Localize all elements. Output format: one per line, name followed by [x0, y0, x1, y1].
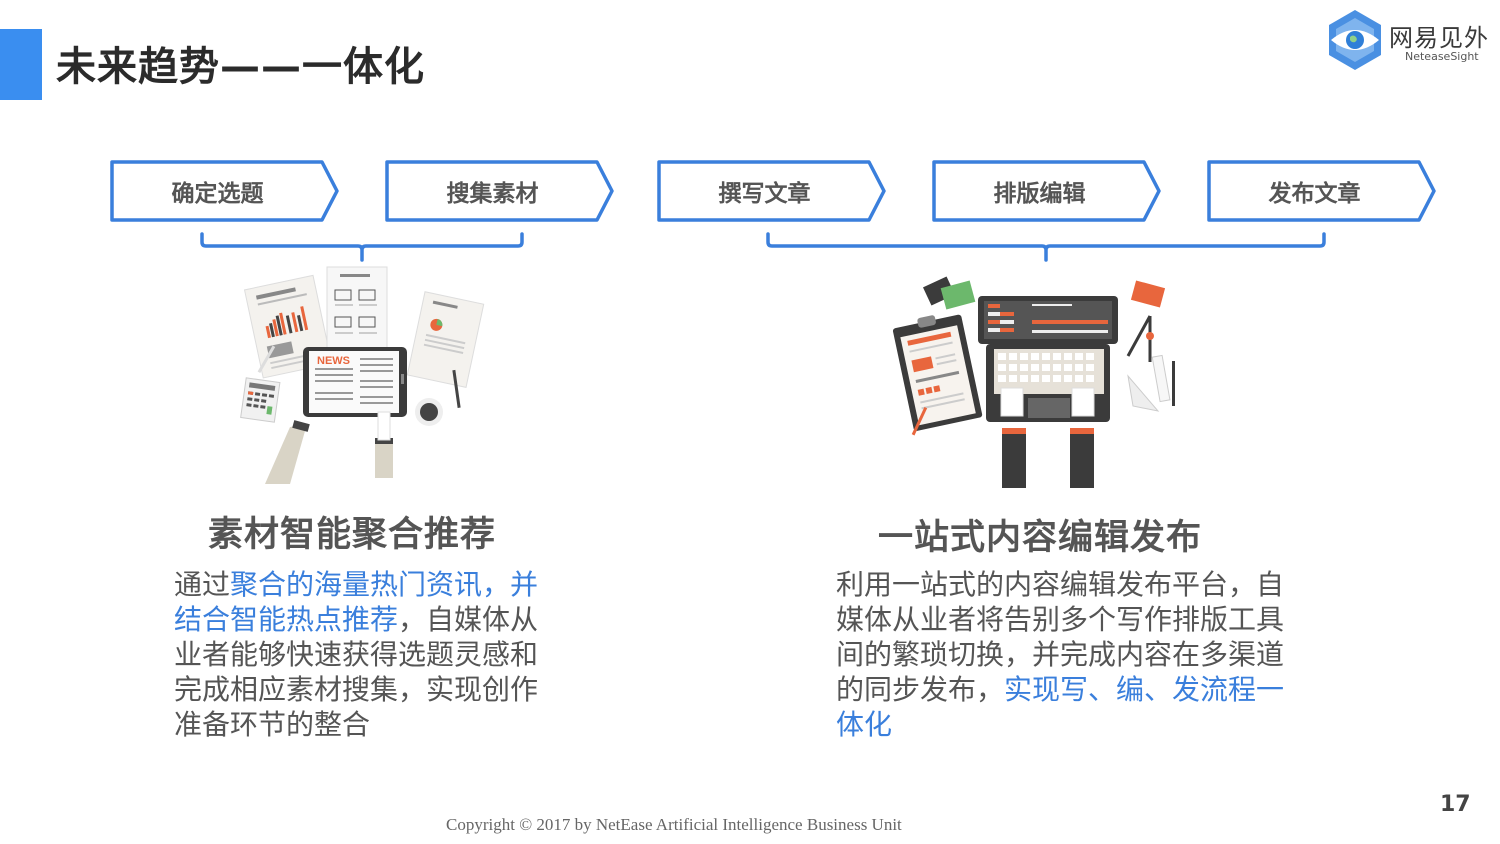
chevron-shape: [932, 160, 1161, 222]
chevron-shape: [385, 160, 614, 222]
left-group-bracket: [200, 232, 524, 262]
chevron-shape: [110, 160, 339, 222]
slide-title: 未来趋势——一体化: [56, 44, 425, 90]
step-publish-article: 发布文章: [1207, 160, 1437, 222]
body-text: ，自媒体从业者能够快速获得选题灵感和完成相应素材搜集，实现创作准备环节的整合: [174, 603, 539, 741]
step-label: 确定选题: [171, 181, 264, 207]
right-group-bracket: [766, 232, 1326, 262]
eye-hexagon-logo-icon: [1329, 10, 1381, 70]
step-label: 发布文章: [1268, 181, 1361, 207]
step-gather-material: 搜集素材: [385, 160, 615, 222]
body-text: 利用一站式的内容编辑发布平台，自媒体从业者将告别多个写作排版工具间的繁琐切换，并…: [836, 568, 1285, 706]
logo-name-cn: 网易见外: [1389, 24, 1489, 52]
step-label: 搜集素材: [446, 181, 539, 207]
left-section-body: 通过聚合的海量热门资讯，并结合智能热点推荐，自媒体从业者能够快速获得选题灵感和完…: [174, 567, 564, 742]
logo-name-en: NeteaseSight: [1405, 50, 1479, 63]
page-number: 17: [1440, 792, 1471, 817]
right-section-title: 一站式内容编辑发布: [878, 518, 1203, 558]
body-text: 通过: [174, 568, 231, 601]
step-choose-topic: 确定选题: [110, 160, 340, 222]
step-write-article: 撰写文章: [657, 160, 887, 222]
body-highlight-text: 实现写、编、发流程一体化: [836, 673, 1285, 741]
svg-text:NEWS: NEWS: [317, 355, 350, 367]
logo: 网易见外 NeteaseSight: [1325, 8, 1495, 72]
left-section-title: 素材智能聚合推荐: [208, 515, 497, 555]
chevron-shape: [1207, 160, 1436, 222]
body-highlight-text: 聚合的海量热门资讯，并结合智能热点推荐: [174, 568, 539, 636]
step-layout-edit: 排版编辑: [932, 160, 1162, 222]
step-label: 撰写文章: [718, 181, 811, 207]
copyright-notice: Copyright © 2017 by NetEase Artificial I…: [446, 815, 902, 834]
right-section-body: 利用一站式的内容编辑发布平台，自媒体从业者将告别多个写作排版工具间的繁琐切换，并…: [836, 567, 1296, 742]
laptop-typing-workspace-illustration: [892, 276, 1175, 488]
chevron-shape: [657, 160, 886, 222]
title-accent-bar: [0, 29, 42, 100]
step-label: 排版编辑: [993, 181, 1086, 207]
news-documents-tablet-illustration: NEWS: [240, 266, 485, 484]
